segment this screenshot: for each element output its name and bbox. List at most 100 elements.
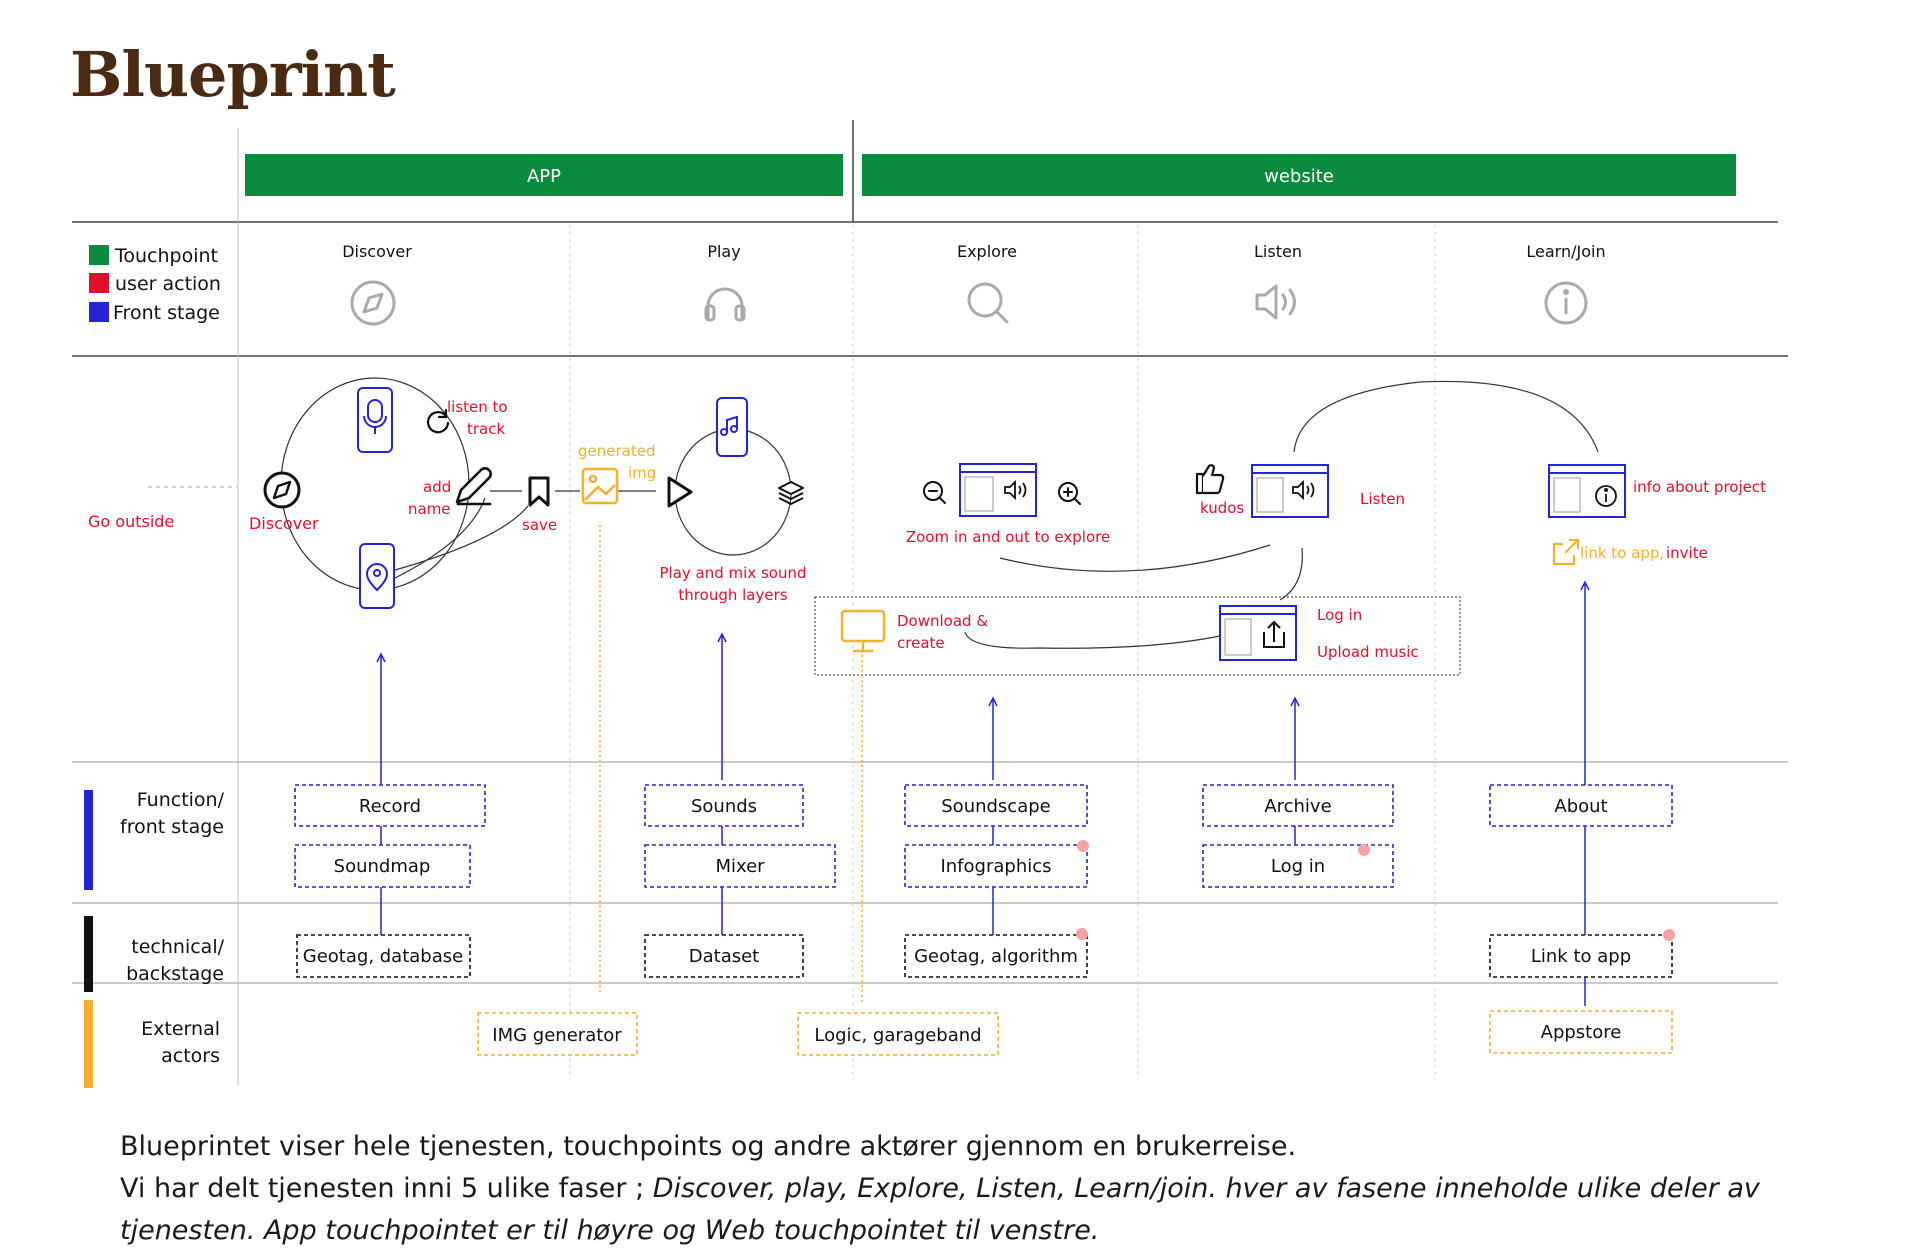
label-download-1: Download & [897,612,988,630]
box-label-infographics: Infographics [940,856,1051,877]
comment-dot [1358,844,1370,856]
row-label-technical-1: technical/ [131,936,224,958]
caption-line-1: Blueprintet viser hele tjenesten, touchp… [120,1131,1297,1162]
box-dataset: Dataset [644,934,804,978]
box-label-img-generator: IMG generator [492,1025,622,1046]
box-label-soundscape: Soundscape [941,796,1051,817]
box-about: About [1489,784,1673,827]
page-title: Blueprint [70,38,396,111]
box-label-soundmap: Soundmap [334,856,431,877]
caption-line-2-plain: Vi har delt tjenesten inni 5 ulike faser… [120,1173,653,1204]
zoom-out-icon [923,481,946,504]
label-generated: generated [578,442,655,460]
box-logic-garageband: Logic, garageband [797,1012,999,1056]
box-label-archive: Archive [1264,796,1331,817]
label-info-project: info about project [1633,478,1766,496]
label-discover: Discover [249,514,319,533]
box-label-sounds: Sounds [691,796,757,817]
external-link-icon [1552,538,1580,566]
journey-listen [1195,380,1599,780]
box-label-dataset: Dataset [689,946,760,967]
refresh-icon [426,408,450,434]
legend-front-stage: Front stage [113,302,220,324]
box-mixer: Mixer [644,844,836,888]
layers-icon [778,481,804,505]
label-listen: Listen [1360,490,1405,508]
info-icon [1544,281,1588,325]
phase-label-explore: Explore [957,242,1017,261]
channel-label-website: website [1264,166,1334,187]
pencil-icon [455,467,492,506]
phone-location-icon [359,543,395,609]
journey-play [667,397,804,780]
phone-mic-icon [357,387,393,453]
box-sounds: Sounds [644,784,804,827]
row-label-function-1: Function/ [137,789,225,811]
row-marker-external [84,1000,93,1088]
comment-dot [1077,840,1089,852]
phase-play: Play [704,242,746,322]
label-upload-music: Upload music [1317,643,1419,661]
box-label-logic-garageband: Logic, garageband [814,1025,981,1046]
legend: Touchpoint user action Front stage [89,245,221,324]
phase-explore: Explore [957,242,1017,324]
browser-speaker-icon [959,463,1037,517]
phase-listen: Listen [1254,242,1302,320]
label-log-in: Log in [1317,606,1362,624]
compass-icon [350,280,396,326]
label-img: img [628,464,656,482]
row-marker-technical [84,916,93,992]
label-add: add [423,478,451,496]
caption-line-2: Vi har delt tjenesten inni 5 ulike faser… [120,1168,1840,1252]
phase-label-learn-join: Learn/Join [1526,242,1605,261]
browser-info-icon [1548,464,1626,518]
play-icon [667,476,693,508]
label-go-outside: Go outside [88,512,174,531]
box-geotag-database: Geotag, database [296,934,471,978]
caption-line-2-italic: Discover, play, Explore, Listen, Learn/j… [120,1173,1760,1246]
bookmark-icon [528,476,550,507]
label-save: save [522,516,557,534]
phase-label-listen: Listen [1254,242,1302,261]
comment-dot [1663,929,1675,941]
label-invite: invite [1666,544,1708,562]
headphones-icon [704,287,746,322]
channel-bar-app: APP [245,154,843,196]
label-name: name [408,500,451,518]
row-label-function-2: front stage [120,816,224,838]
row-label-external-2: actors [161,1045,220,1067]
label-listen-to: listen to [447,398,508,416]
box-label-geotag-algorithm: Geotag, algorithm [914,946,1078,967]
box-soundscape: Soundscape [904,784,1088,827]
speaker-icon [1255,284,1296,320]
box-geotag-algorithm: Geotag, algorithm [904,928,1088,978]
journey-discover [263,377,656,993]
journey-learn [1548,464,1626,1006]
box-label-about: About [1554,796,1607,817]
row-label-technical-2: backstage [126,963,224,985]
row-marker-function [84,790,93,890]
label-download-2: create [897,634,945,652]
download-upload-group [814,596,1461,1003]
box-label-log-in: Log in [1271,856,1325,877]
label-kudos: kudos [1200,499,1244,517]
box-link-to-app: Link to app [1489,929,1675,978]
phase-discover: Discover [342,242,412,326]
box-archive: Archive [1202,784,1394,827]
row-label-external-1: External [141,1018,220,1040]
phase-label-play: Play [707,242,740,261]
box-infographics: Infographics [904,840,1089,888]
legend-swatch-user-action [89,273,109,293]
monitor-icon [840,609,886,653]
phase-learn-join: Learn/Join [1526,242,1606,325]
channel-bar-website: website [862,154,1736,196]
box-label-appstore: Appstore [1541,1022,1622,1043]
box-record: Record [294,784,486,827]
channel-label-app: APP [527,166,561,187]
legend-user-action: user action [115,273,221,295]
comment-dot [1076,928,1088,940]
discover-compass-icon [263,471,301,509]
image-icon [581,467,619,505]
browser-listen-icon [1251,464,1329,518]
